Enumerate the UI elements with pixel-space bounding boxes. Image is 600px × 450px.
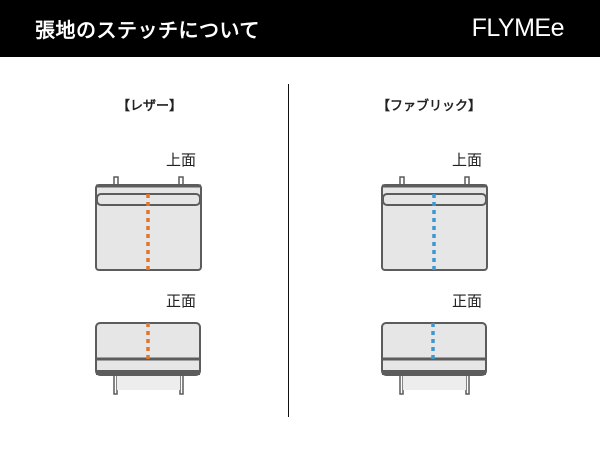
leather-sofa-front-view [95, 322, 201, 395]
brand-logo: FLYMEe [471, 14, 565, 42]
section-divider [288, 84, 289, 417]
leather-sofa-top-view [95, 176, 202, 271]
leather-front-view-label: 正面 [166, 292, 197, 310]
fabric-sofa-front-view [381, 322, 487, 395]
fabric-sofa-top-view [381, 176, 488, 271]
header-bar: 張地のステッチについて FLYMEe [0, 0, 600, 57]
fabric-top-view-label: 上面 [452, 151, 483, 169]
page-title: 張地のステッチについて [35, 18, 260, 42]
leather-top-view-label: 上面 [166, 151, 197, 169]
fabric-front-view-label: 正面 [452, 292, 483, 310]
leather-section-label: 【レザー】 [117, 99, 183, 114]
fabric-section-label: 【ファブリック】 [377, 99, 482, 114]
